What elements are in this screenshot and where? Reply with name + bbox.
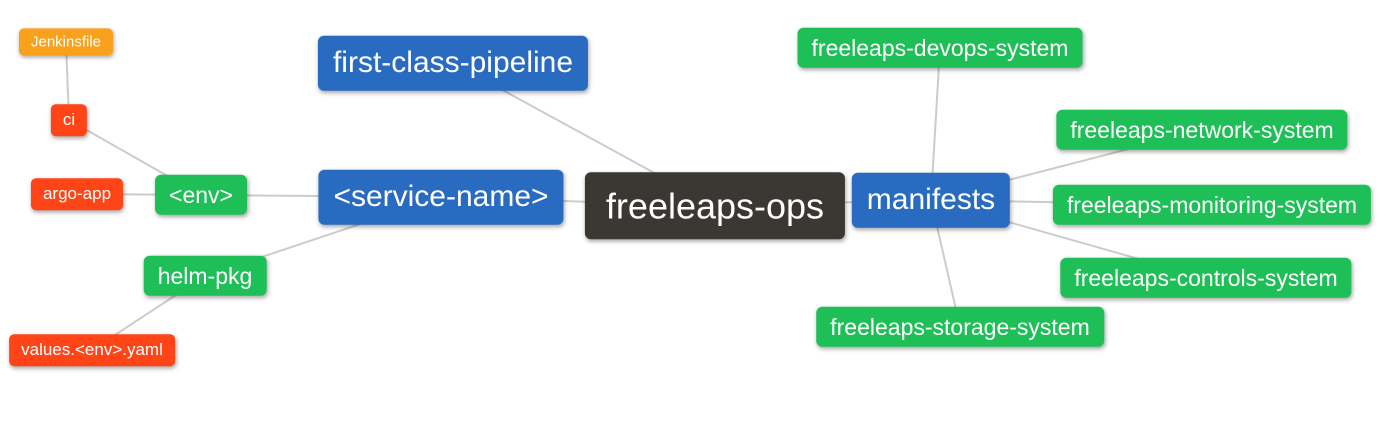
node-argo-app[interactable]: argo-app	[30, 178, 124, 210]
node-values-env-yaml[interactable]: values.<env>.yaml	[9, 334, 175, 366]
node-first-class-pipeline[interactable]: first-class-pipeline	[317, 35, 589, 91]
node-freeleaps-network-system[interactable]: freeleaps-network-system	[1056, 109, 1348, 151]
node-freeleaps-controls-system[interactable]: freeleaps-controls-system	[1060, 257, 1352, 299]
node-freeleaps-storage-system[interactable]: freeleaps-storage-system	[816, 306, 1104, 348]
node-jenkinsfile[interactable]: Jenkinsfile	[18, 28, 114, 56]
node-freeleaps-monitoring-system[interactable]: freeleaps-monitoring-system	[1052, 184, 1372, 226]
node-helm-pkg[interactable]: helm-pkg	[143, 255, 267, 297]
node-freeleaps-devops-system[interactable]: freeleaps-devops-system	[797, 27, 1083, 69]
node-env[interactable]: <env>	[155, 174, 247, 216]
node-manifests[interactable]: manifests	[851, 172, 1011, 228]
node-service-name[interactable]: <service-name>	[318, 169, 564, 225]
node-freeleaps-ops-root[interactable]: freeleaps-ops	[584, 172, 846, 240]
node-ci[interactable]: ci	[50, 104, 88, 136]
